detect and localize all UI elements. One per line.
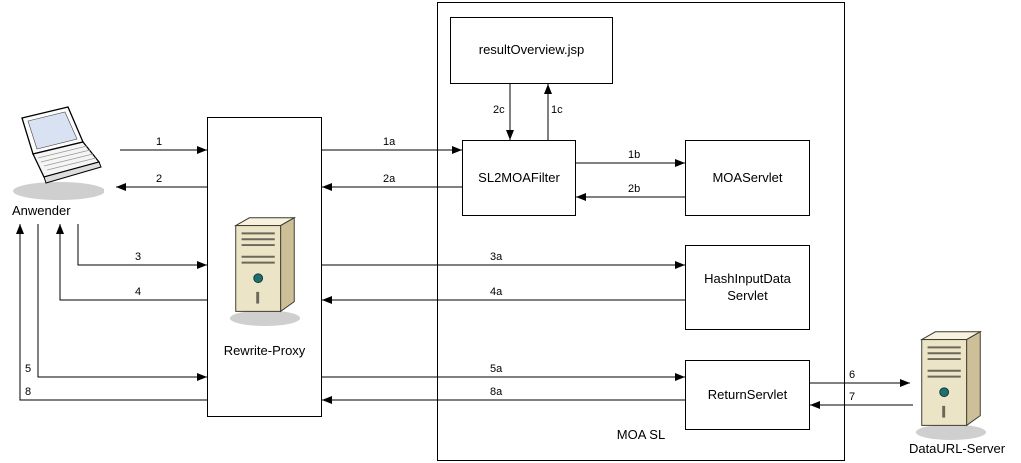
edge-label-2: 2	[156, 173, 163, 185]
edge-label-5: 5	[25, 363, 32, 375]
edge-label-1c: 1c	[551, 104, 563, 116]
edge-label-5a: 5a	[490, 363, 503, 375]
edge-label-1: 1	[156, 136, 163, 148]
edge-label-3: 3	[135, 251, 142, 263]
sl2moa-filter-box: SL2MOAFilter	[462, 140, 576, 216]
anwender-label: Anwender	[12, 203, 71, 218]
laptop-icon	[4, 104, 105, 204]
return-servlet-box: ReturnServlet	[685, 360, 810, 430]
edge-label-8: 8	[25, 386, 32, 398]
moa-sl-container: MOA SL	[437, 2, 845, 461]
edge-label-4a: 4a	[490, 286, 503, 298]
rewrite-proxy-server-icon	[226, 206, 304, 334]
edge-label-6: 6	[849, 369, 856, 381]
edge-label-1b: 1b	[628, 149, 641, 161]
sl2moa-filter-label: SL2MOAFilter	[478, 169, 560, 185]
rewrite-proxy-box: Rewrite-Proxy	[207, 117, 322, 417]
dataurl-server-icon	[912, 320, 990, 448]
edge-label-2b: 2b	[628, 183, 641, 195]
result-overview-jsp-box: resultOverview.jsp	[450, 17, 613, 84]
result-overview-jsp-label: resultOverview.jsp	[478, 42, 585, 58]
edge-label-2c: 2c	[493, 104, 505, 116]
rewrite-proxy-label: Rewrite-Proxy	[223, 343, 306, 358]
hash-input-data-servlet-label-line1: HashInputData	[704, 271, 791, 287]
arrow-4	[56, 224, 207, 301]
moa-servlet-box: MOAServlet	[685, 140, 810, 216]
arrow-3	[77, 224, 207, 269]
moa-sl-label: MOA SL	[616, 427, 666, 442]
return-servlet-label: ReturnServlet	[707, 386, 788, 402]
edge-label-4: 4	[135, 286, 142, 298]
edge-label-8a: 8a	[490, 386, 503, 398]
moa-servlet-label: MOAServlet	[712, 169, 783, 185]
edge-label-1a: 1a	[383, 136, 396, 148]
arrow-5	[37, 224, 207, 381]
hash-input-data-servlet-box: HashInputData Servlet	[685, 245, 810, 330]
hash-input-data-servlet-label-line2: Servlet	[727, 287, 768, 303]
edge-label-2a: 2a	[383, 173, 396, 185]
edge-label-7: 7	[849, 391, 856, 403]
edge-label-3a: 3a	[490, 251, 503, 263]
arrow-8	[16, 224, 207, 401]
dataurl-server-label: DataURL-Server	[908, 441, 1006, 456]
